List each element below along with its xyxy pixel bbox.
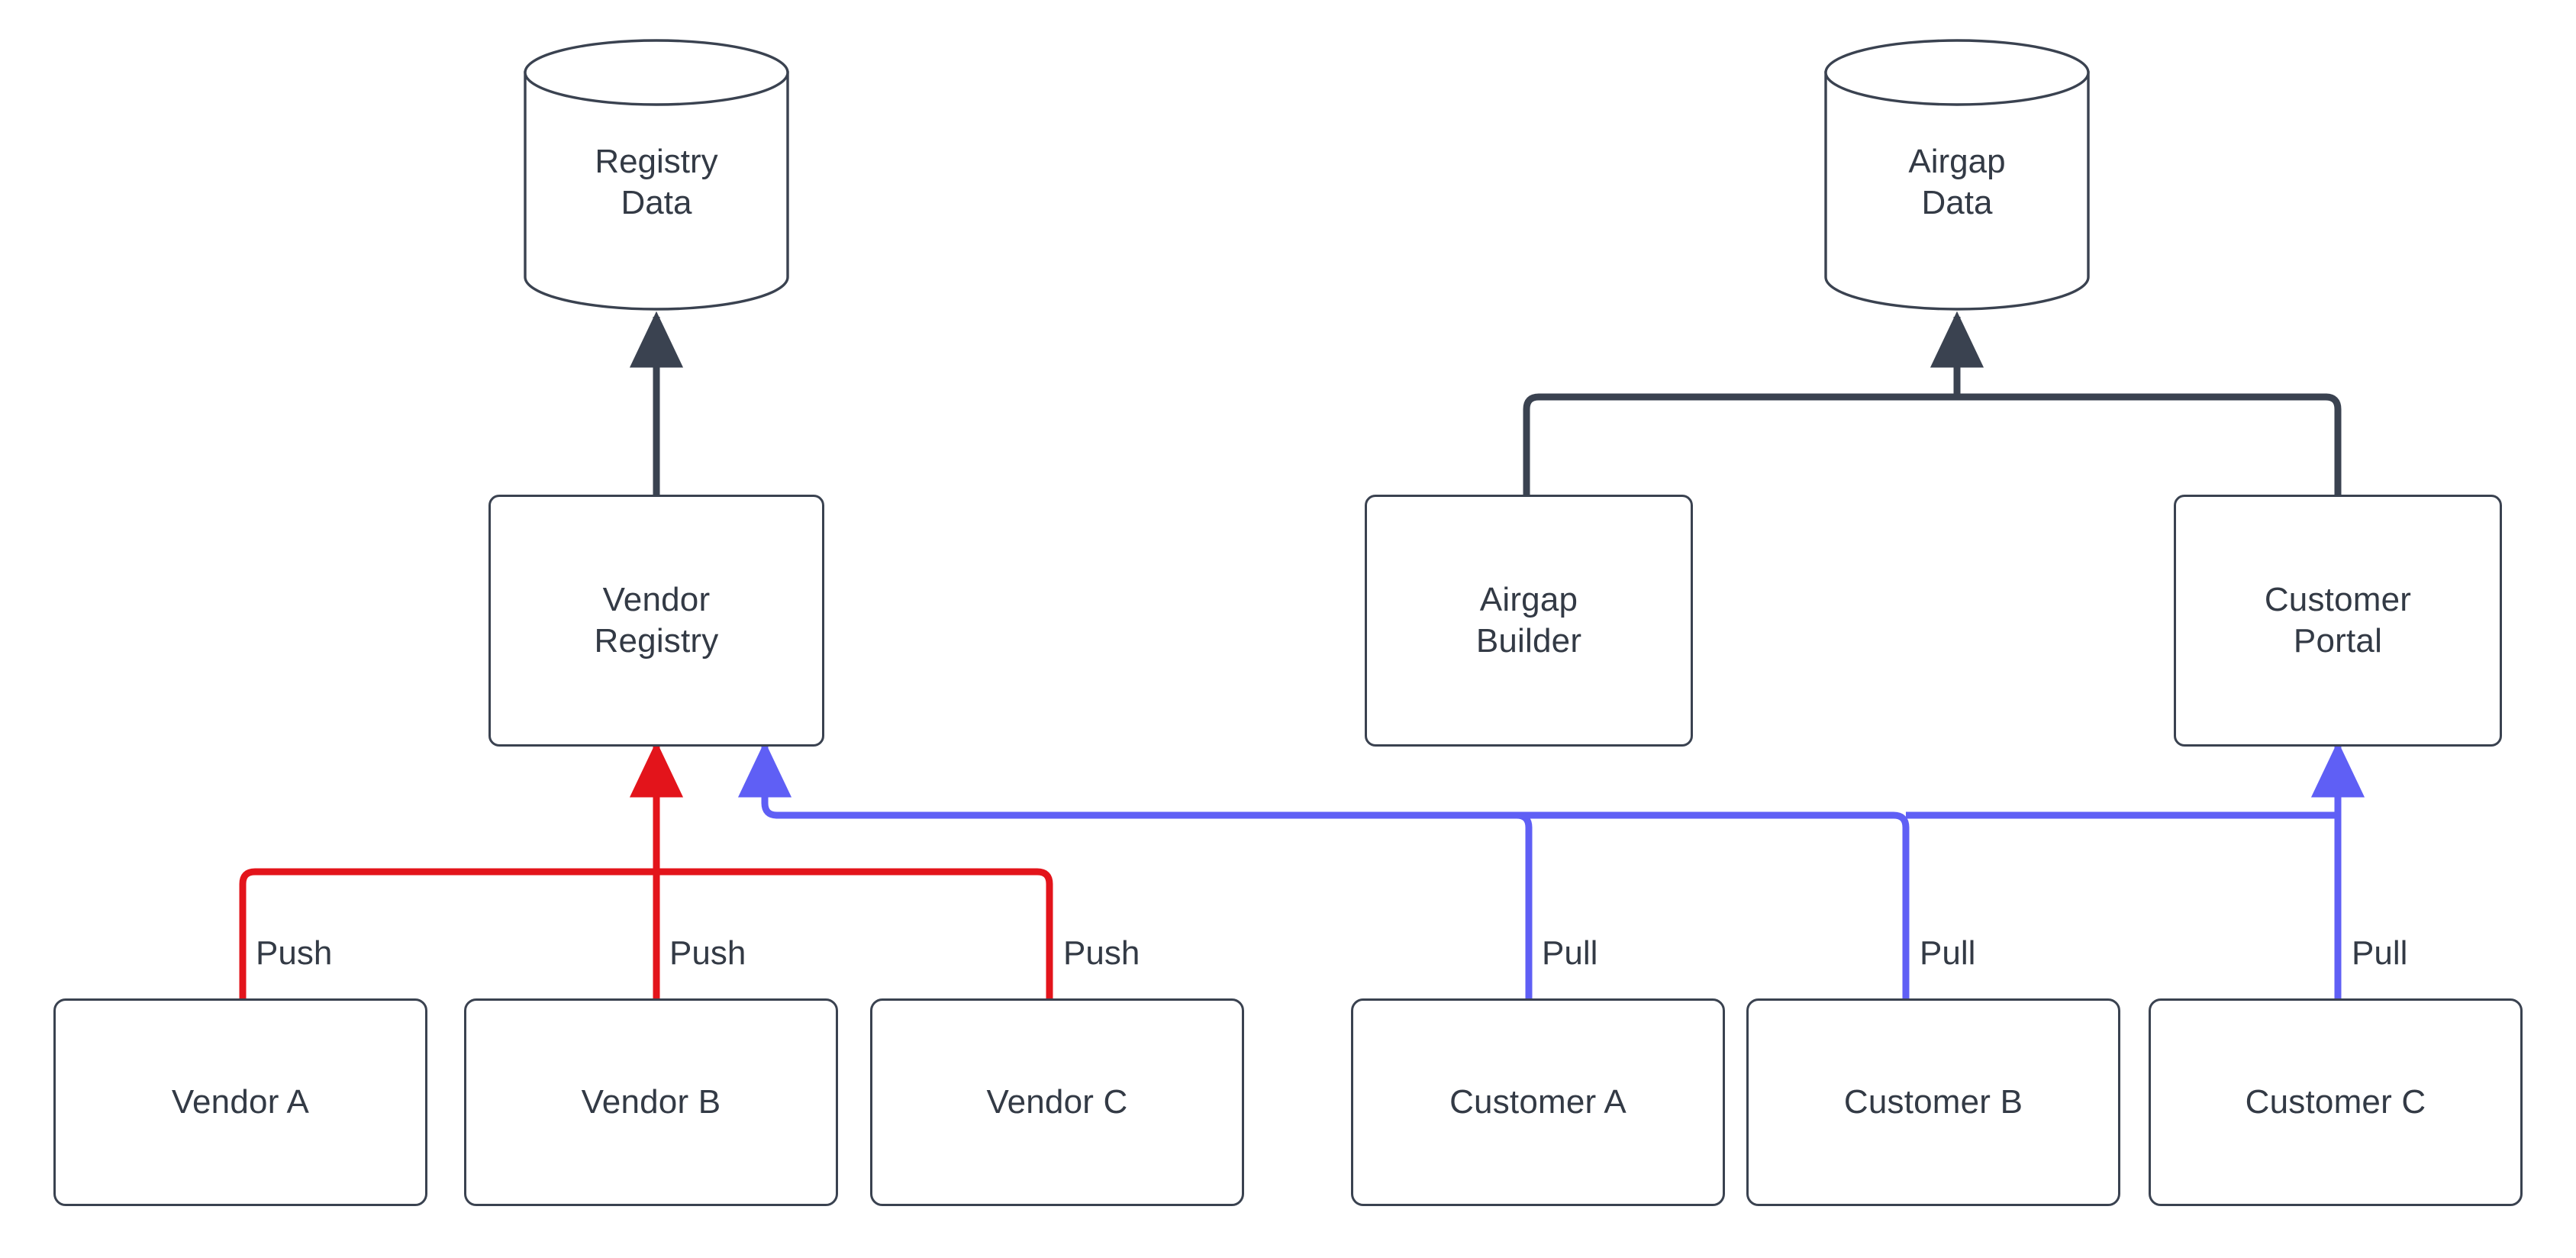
node-customer-portal[interactable]: Customer Portal [2174,495,2502,747]
node-vendor-a[interactable]: Vendor A [53,998,427,1206]
node-customer-a[interactable]: Customer A [1351,998,1725,1206]
registry-data-cylinder-shape [524,39,789,311]
airgap-data-store: Airgap Data [1826,40,2088,309]
edge-label-push-vendor-a: Push [256,934,333,972]
node-airgap-builder[interactable]: Airgap Builder [1365,495,1693,747]
edge-airgap-builder-to-airgap-data [1523,393,1957,495]
node-vendor-c[interactable]: Vendor C [870,998,1244,1206]
node-customer-b[interactable]: Customer B [1746,998,2120,1206]
node-customer-c[interactable]: Customer C [2149,998,2523,1206]
edge-push-vendor-a [239,868,656,998]
vendor-c-label: Vendor C [986,1083,1128,1121]
vendor-registry-label: Vendor Registry [594,581,719,660]
vendor-b-label: Vendor B [581,1083,721,1121]
vendor-a-label: Vendor A [171,1083,310,1121]
node-vendor-registry[interactable]: Vendor Registry [488,495,824,747]
customer-a-label: Customer A [1449,1083,1627,1121]
registry-data-store: Registry Data [525,40,788,309]
edge-pull-customer-b [777,811,1910,998]
edge-customer-portal-to-airgap-data [1957,393,2342,495]
airgap-builder-label: Airgap Builder [1475,581,1582,660]
edge-label-push-vendor-b: Push [669,934,746,972]
airgap-data-label: Airgap Data [1908,143,2006,221]
airgap-data-cylinder-shape [1824,39,2090,311]
customer-portal-label: Customer Portal [2264,581,2412,660]
edge-label-pull-customer-a: Pull [1542,934,1598,972]
edge-label-pull-customer-b: Pull [1920,934,1976,972]
edge-label-push-vendor-c: Push [1063,934,1140,972]
customer-b-label: Customer B [1843,1083,2023,1121]
edge-push-vendor-c [656,868,1053,998]
customer-c-label: Customer C [2245,1083,2426,1121]
registry-data-label: Registry Data [595,143,718,221]
edge-label-pull-customer-c: Pull [2352,934,2408,972]
node-vendor-b[interactable]: Vendor B [464,998,838,1206]
